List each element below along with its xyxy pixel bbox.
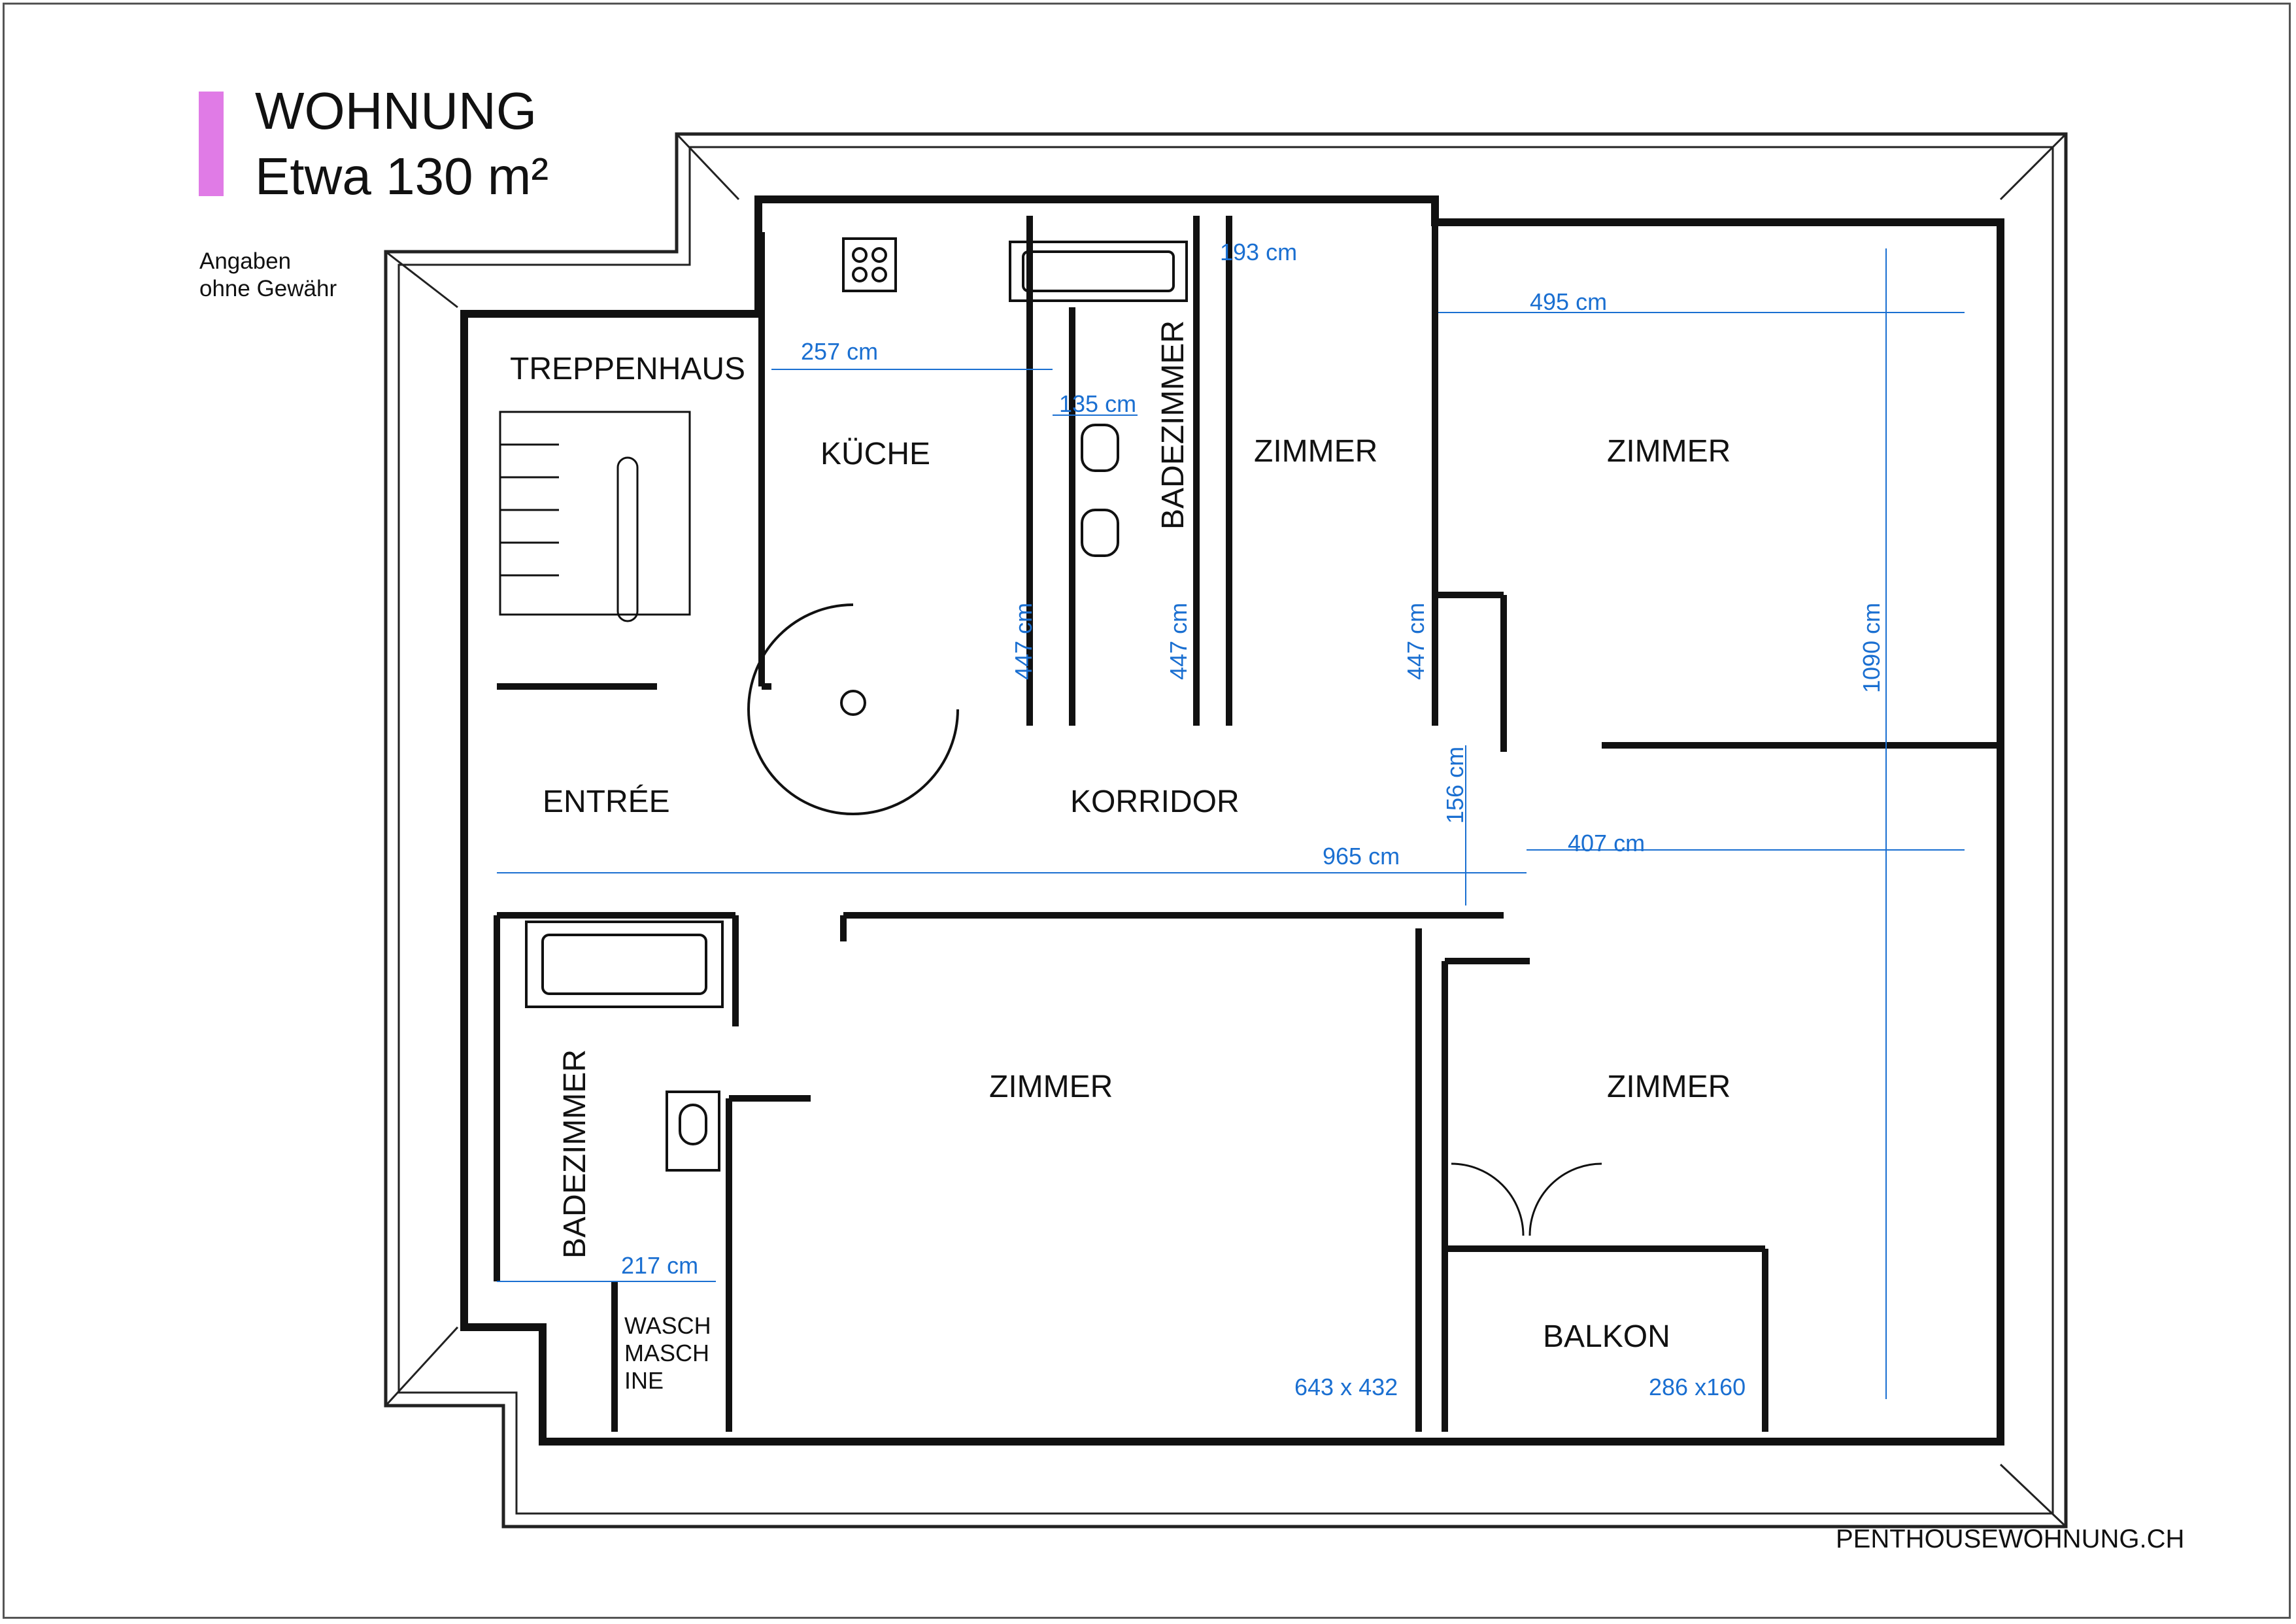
dim-zimmer3-size: 643 x 432 xyxy=(1294,1374,1398,1400)
sinks xyxy=(666,424,1119,1172)
label-zimmer-3: ZIMMER xyxy=(989,1070,1113,1104)
spiral-staircase xyxy=(747,603,959,815)
dim-bad-width: 135 cm xyxy=(1059,390,1136,417)
bathtub-top xyxy=(1009,241,1188,302)
label-balkon: BALKON xyxy=(1543,1319,1670,1354)
staircase xyxy=(499,411,691,622)
dim-bad2-width: 217 cm xyxy=(621,1252,698,1279)
outer-terrace-outline xyxy=(384,132,2068,1529)
label-entree: ENTRÉE xyxy=(543,785,670,819)
dimension-lines xyxy=(497,248,1965,1399)
disclaimer-line-2: ohne Gewähr xyxy=(199,276,337,301)
dim-total-depth: 1090 cm xyxy=(1858,603,1885,693)
dim-bad-depth: 447 cm xyxy=(1165,603,1192,680)
label-zimmer-4: ZIMMER xyxy=(1607,1070,1730,1104)
dim-total-width: 965 cm xyxy=(1323,843,1400,870)
label-zimmer-1: ZIMMER xyxy=(1254,434,1377,469)
bathtub-bottom xyxy=(525,921,724,1008)
dim-kueche-depth: 447 cm xyxy=(1010,603,1037,680)
label-waschmaschine-2: MASCH xyxy=(624,1340,709,1366)
page-frame xyxy=(3,3,2291,1619)
dim-kueche-width: 257 cm xyxy=(801,338,878,365)
title-line-1: WOHNUNG xyxy=(255,82,537,140)
label-badezimmer-bottom: BADEZIMMER xyxy=(558,1049,592,1259)
dim-zimmer1-width: 193 cm xyxy=(1220,239,1297,265)
label-waschmaschine-1: WASCH xyxy=(624,1312,711,1339)
accent-bar xyxy=(199,92,224,196)
dim-zimmer2-width: 495 cm xyxy=(1530,288,1607,315)
main-walls xyxy=(460,195,2004,1446)
dim-balkon-size: 286 x160 xyxy=(1649,1374,1746,1400)
website-label: PENTHOUSEWOHNUNG.CH xyxy=(1836,1525,2185,1553)
label-treppenhaus: TREPPENHAUS xyxy=(510,352,745,386)
label-korridor: KORRIDOR xyxy=(1070,785,1240,819)
dim-korridor-width: 156 cm xyxy=(1442,747,1468,824)
label-kueche: KÜCHE xyxy=(820,437,930,471)
interior-walls xyxy=(494,216,2001,1432)
label-badezimmer-top: BADEZIMMER xyxy=(1156,320,1190,530)
stove-icon xyxy=(842,237,897,292)
label-zimmer-2: ZIMMER xyxy=(1607,434,1730,469)
dim-zimmer4-width: 407 cm xyxy=(1568,830,1645,856)
label-waschmaschine-3: INE xyxy=(624,1367,664,1394)
balcony-doors xyxy=(1451,1162,1602,1236)
title-line-2: Etwa 130 m² xyxy=(255,147,549,205)
disclaimer-line-1: Angaben xyxy=(199,248,292,274)
dim-zimmer1-depth: 447 cm xyxy=(1402,603,1429,680)
